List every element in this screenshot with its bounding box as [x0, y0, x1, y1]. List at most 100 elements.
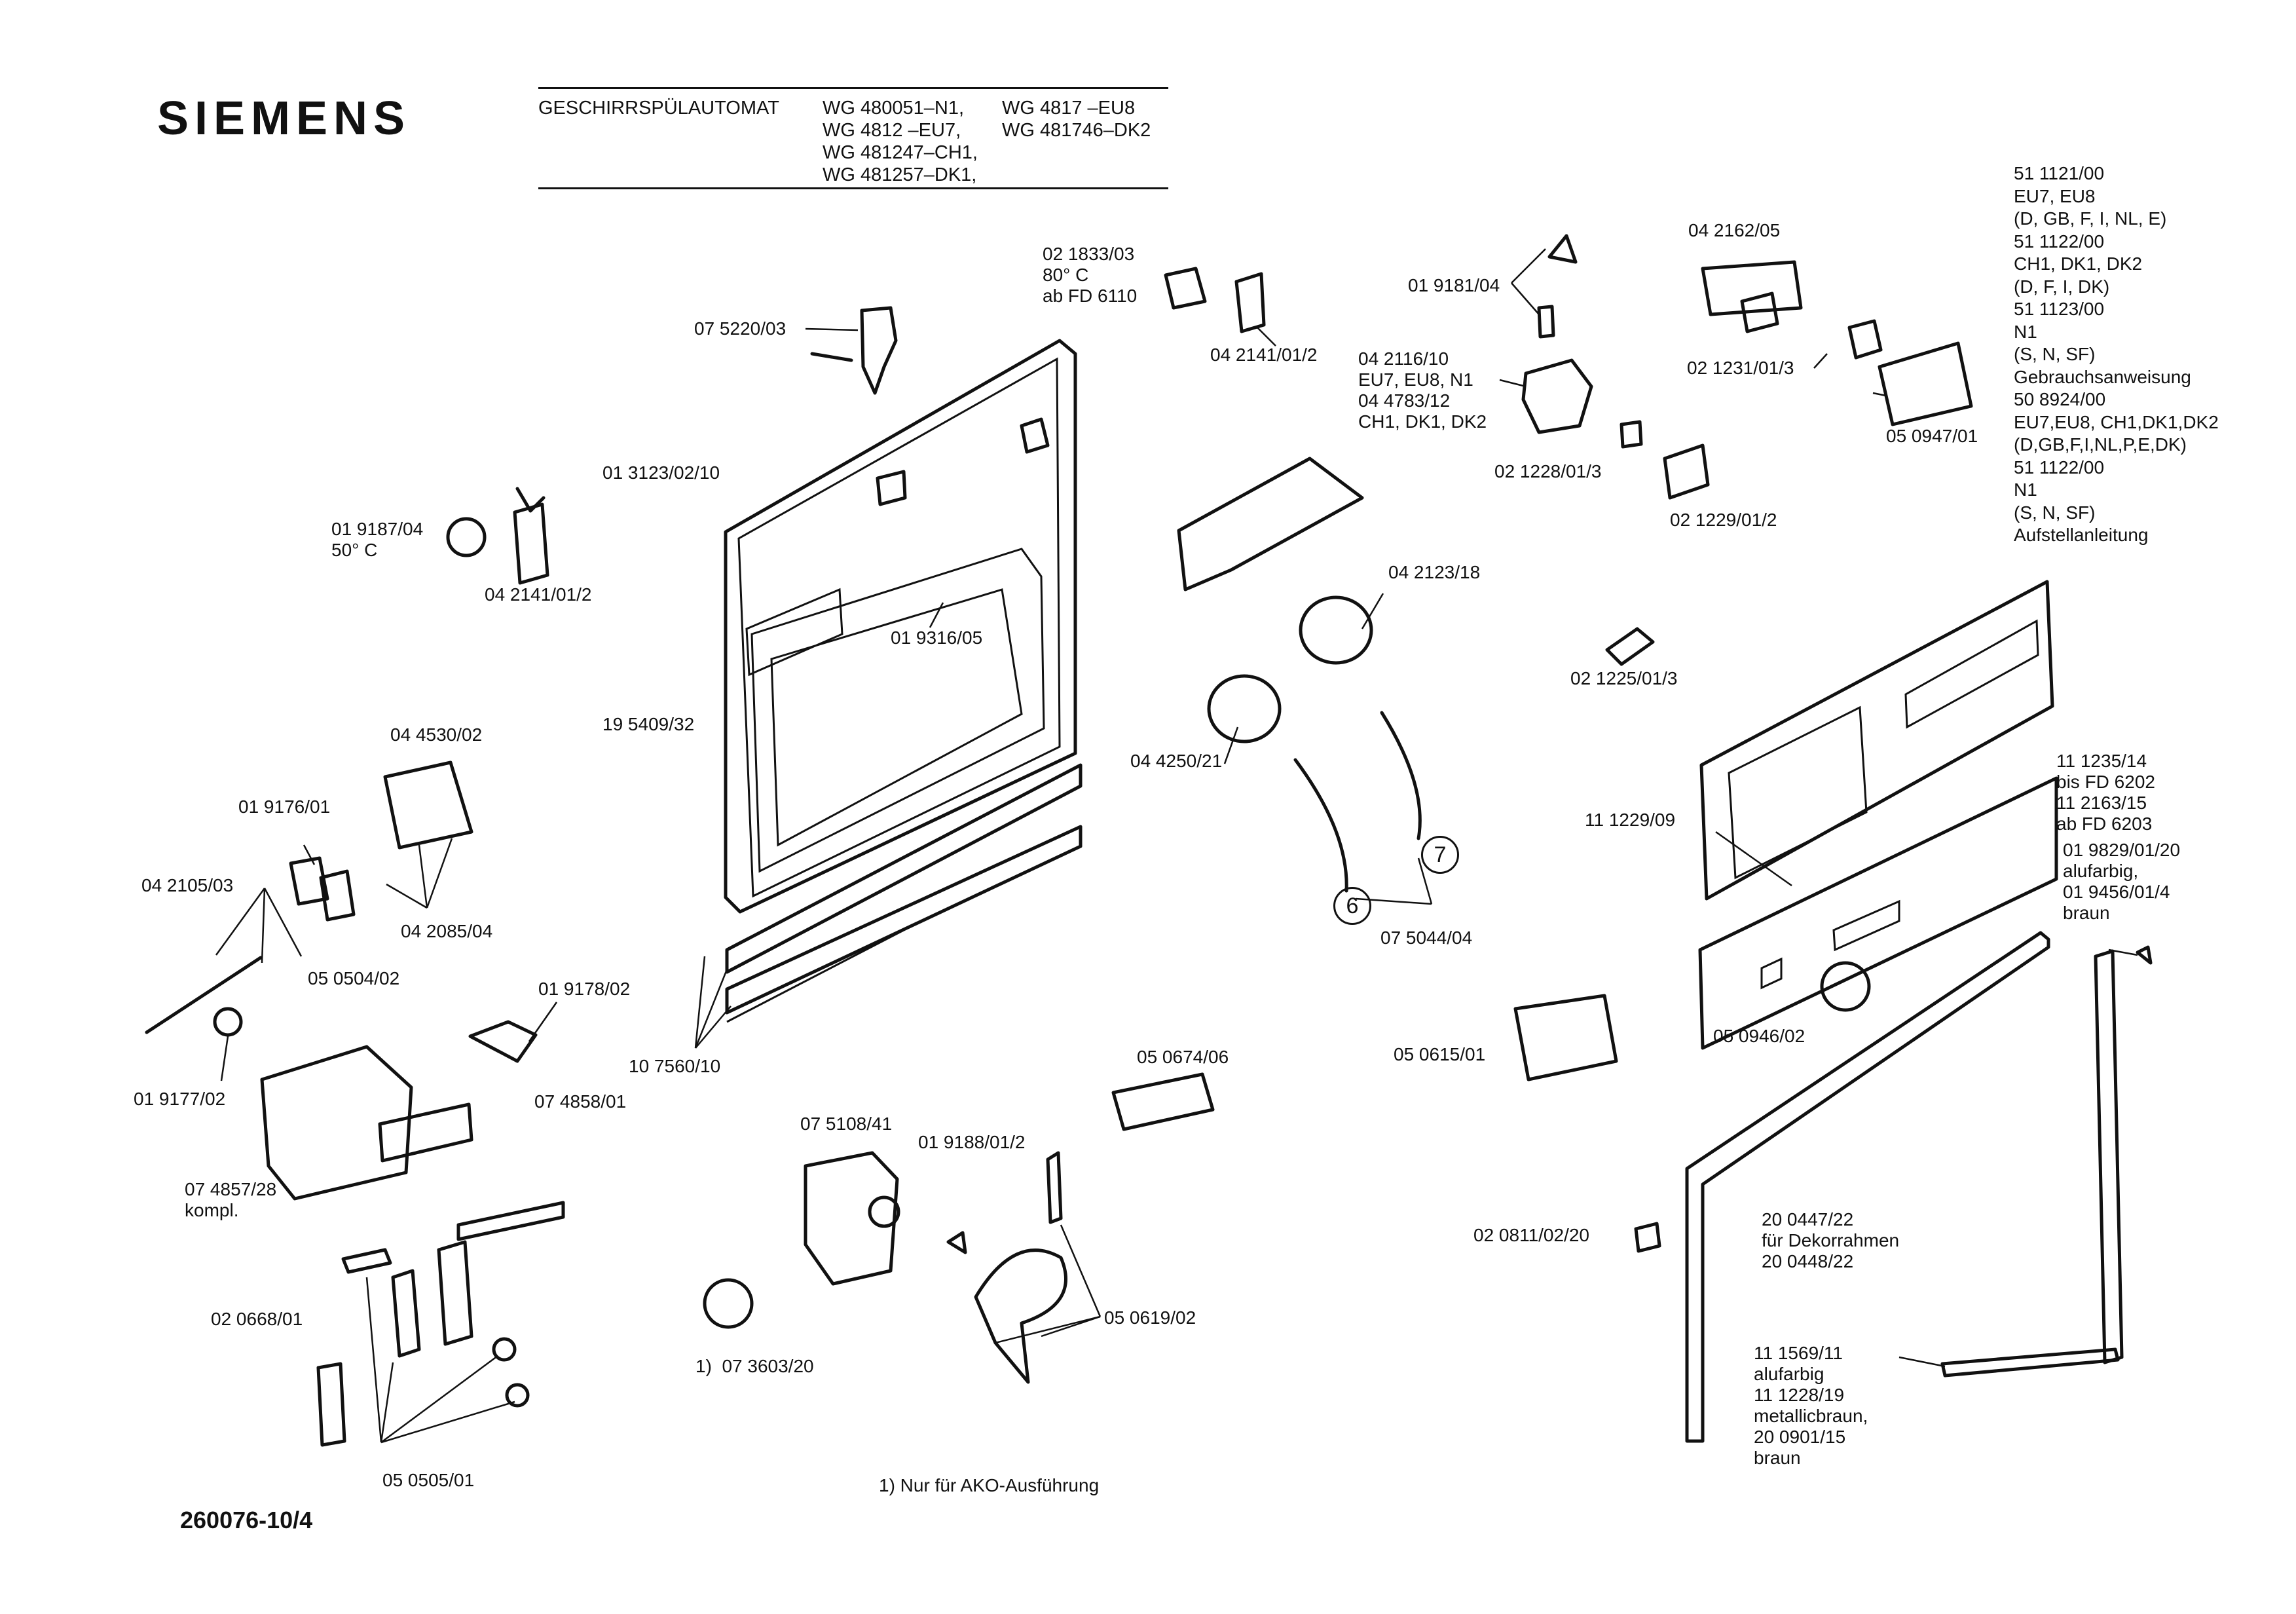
- label-075108: 07 5108/41: [800, 1114, 893, 1134]
- siemens-logo: SIEMENS: [157, 92, 411, 145]
- door-rails: [725, 763, 1083, 1023]
- label-020811: 02 0811/02/20: [1473, 1225, 1589, 1245]
- label-019829: 01 9829/01/20 alufarbig, 01 9456/01/4 br…: [2063, 840, 2181, 923]
- label-013123: 01 3123/02/10: [602, 462, 720, 483]
- cap-021229: [1663, 443, 1710, 500]
- doc-line: (D, GB, F, I, NL, E): [2014, 208, 2167, 229]
- timer-shaft: [868, 1195, 900, 1228]
- label-050615: 05 0615/01: [1394, 1044, 1486, 1064]
- clip-019178: [468, 1020, 538, 1063]
- frame-019176b: [319, 869, 356, 922]
- cap-021228: [1620, 420, 1643, 449]
- timer-housing-074857: [260, 1045, 413, 1201]
- knob-cap-021231: [1740, 291, 1779, 333]
- doc-line: N1: [2014, 321, 2037, 342]
- label-021231: 02 1231/01/3: [1687, 358, 1794, 378]
- screw-050505: [492, 1337, 517, 1362]
- label-042085: 04 2085/04: [401, 921, 493, 941]
- doc-line: 51 1122/00: [2014, 457, 2105, 478]
- callout-7: 7: [1421, 836, 1459, 874]
- header-rule-top: [538, 87, 1168, 89]
- label-021228: 02 1228/01/3: [1494, 461, 1602, 481]
- doc-line: Aufstellanleitung: [2014, 525, 2149, 545]
- pin: [810, 352, 853, 362]
- label-111229: 11 1229/09: [1585, 810, 1676, 830]
- label-019177: 01 9177/02: [134, 1089, 226, 1109]
- bracket-left: [513, 502, 549, 585]
- label-073603: 1) 07 3603/20: [695, 1356, 814, 1376]
- label-111235: 11 1235/14 bis FD 6202 11 2163/15 ab FD …: [2056, 751, 2155, 834]
- label-075220: 07 5220/03: [694, 318, 787, 339]
- control-panel-top: [1699, 580, 2054, 901]
- model-line: WG 4817 –EU8: [1002, 98, 1136, 119]
- lever-arm: [1046, 1151, 1063, 1224]
- doc-line: EU7,EU8, CH1,DK1,DK2: [2014, 411, 2219, 432]
- cover-050947: [1878, 341, 1973, 426]
- doc-line: N1: [2014, 479, 2037, 500]
- cover-050615: [1513, 994, 1618, 1081]
- header-rule-bottom: [538, 187, 1168, 189]
- model-line: WG 480051–N1,: [823, 98, 965, 119]
- label-042141-top: 04 2141/01/2: [1210, 345, 1318, 365]
- lamp-holder: [1537, 305, 1555, 339]
- label-050946: 05 0946/02: [1713, 1026, 1805, 1046]
- hose-7: [1380, 711, 1422, 840]
- model-line: WG 4812 –EU7,: [823, 120, 961, 141]
- lever-050619: [974, 1248, 1067, 1384]
- hinge-clip: [860, 306, 898, 395]
- decor-frame: [1685, 931, 2124, 1443]
- knob-050946: [1820, 961, 1871, 1012]
- bracket-top: [1234, 272, 1266, 333]
- model-line: WG 481247–CH1,: [823, 142, 978, 163]
- doc-line: Gebrauchsanweisung: [2014, 366, 2191, 387]
- bracket-020668: [341, 1248, 392, 1274]
- footnote: 1) Nur für AKO-Ausführung: [879, 1475, 1100, 1495]
- label-042116: 04 2116/10 EU7, EU8, N1 04 4783/12 CH1, …: [1358, 348, 1487, 432]
- timer-075108: [804, 1151, 899, 1286]
- hinge-arm-c: [316, 1362, 346, 1447]
- label-042105: 04 2105/03: [141, 875, 234, 895]
- doc-line: 51 1122/00: [2014, 231, 2105, 252]
- label-042123: 04 2123/18: [1388, 562, 1481, 582]
- label-019188: 01 9188/01/2: [918, 1132, 1026, 1152]
- switch-042162: [1701, 260, 1803, 316]
- hinge-arm-a: [391, 1269, 421, 1358]
- control-panel-bottom: [1698, 776, 2058, 1050]
- rod: [145, 956, 263, 1034]
- switch-042116: [1521, 358, 1593, 434]
- thermostat-50: [446, 517, 487, 557]
- label-050504: 05 0504/02: [308, 968, 400, 988]
- label-050674: 05 0674/06: [1137, 1047, 1229, 1067]
- frame-019176: [289, 856, 329, 906]
- screw-013123: [515, 487, 546, 513]
- gasket-074858: [378, 1102, 473, 1163]
- model-line: WG 481746–DK2: [1002, 120, 1151, 141]
- label-195409: 19 5409/32: [602, 714, 695, 734]
- label-021229: 02 1229/01/2: [1670, 510, 1777, 530]
- models-left: WG 480051–N1, WG 4812 –EU7, WG 481247–CH…: [823, 97, 978, 186]
- label-021833: 02 1833/03 80° C ab FD 6110: [1043, 244, 1138, 306]
- label-019187: 01 9187/04 50° C: [331, 519, 424, 560]
- label-044250: 04 4250/21: [1130, 751, 1223, 771]
- label-019316: 01 9316/05: [891, 628, 983, 648]
- label-042162: 04 2162/05: [1688, 220, 1781, 240]
- label-042141-left: 04 2141/01/2: [485, 584, 592, 605]
- label-075044: 07 5044/04: [1380, 928, 1473, 948]
- screw-019829: [2136, 945, 2153, 965]
- lamp: [1547, 234, 1578, 264]
- doc-line: (D,GB,F,I,NL,P,E,DK): [2014, 434, 2187, 455]
- label-200447: 20 0447/22 für Dekorrahmen 20 0448/22: [1762, 1209, 1900, 1271]
- switch-bracket: [1177, 457, 1364, 591]
- clip-020811: [1634, 1222, 1661, 1253]
- documentation-list: 51 1121/00 EU7, EU8 (D, GB, F, I, NL, E)…: [2014, 162, 2219, 547]
- model-line: WG 481257–DK1,: [823, 164, 977, 185]
- label-019176: 01 9176/01: [238, 797, 331, 817]
- label-019181: 01 9181/04: [1408, 275, 1500, 295]
- motor-073603: [703, 1278, 754, 1329]
- hinge-arm-b: [437, 1240, 473, 1346]
- callout-6: 6: [1333, 887, 1371, 925]
- cover-050674: [1111, 1072, 1215, 1131]
- models-right: WG 4817 –EU8 WG 481746–DK2: [1002, 97, 1151, 141]
- label-020668: 02 0668/01: [211, 1309, 303, 1329]
- clip-019188: [946, 1231, 967, 1254]
